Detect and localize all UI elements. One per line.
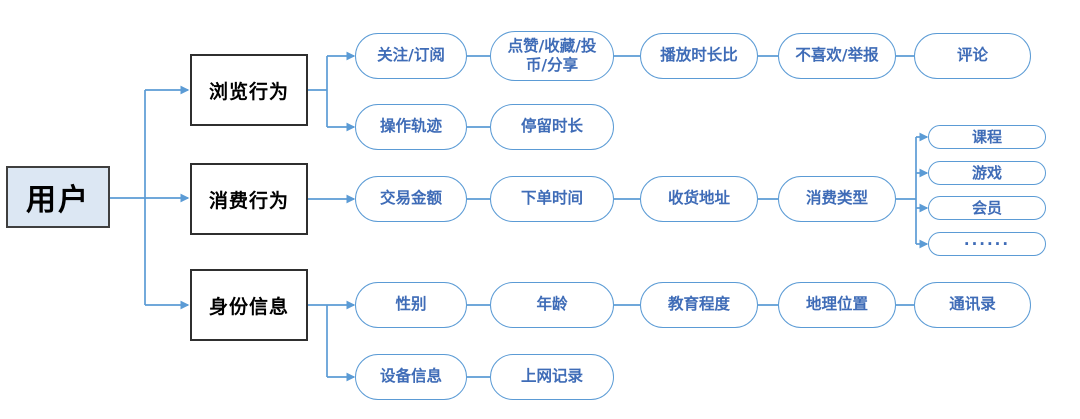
node-education-level: 教育程度 [640,282,758,328]
node-contacts: 通讯录 [914,282,1031,328]
node-stay-duration: 停留时长 [490,104,614,150]
node-geo-location: 地理位置 [778,282,896,328]
node-dislike-report: 不喜欢/举报 [778,33,896,79]
node-gender: 性别 [355,282,467,328]
node-comment: 评论 [914,33,1031,79]
node-play-duration-ratio: 播放时长比 [640,33,758,79]
node-follow-subscribe: 关注/订阅 [355,33,467,79]
node-action-track: 操作轨迹 [355,104,467,150]
root-node-user: 用户 [6,166,110,228]
node-order-time: 下单时间 [490,176,614,222]
node-shipping-address: 收货地址 [640,176,758,222]
node-type-membership: 会员 [928,196,1046,220]
node-consumption-type: 消费类型 [778,176,896,222]
category-browse-behavior: 浏览行为 [190,54,308,126]
node-like-favorite-coin-share: 点赞/收藏/投币/分享 [490,31,614,81]
node-transaction-amount: 交易金额 [355,176,467,222]
category-identity-info: 身份信息 [190,269,308,341]
node-type-course: 课程 [928,125,1046,149]
node-type-game: 游戏 [928,161,1046,185]
node-device-info: 设备信息 [355,354,467,400]
node-age: 年龄 [490,282,614,328]
node-type-ellipsis: ······ [928,232,1046,256]
category-consume-behavior: 消费行为 [190,163,308,235]
node-internet-records: 上网记录 [490,354,614,400]
